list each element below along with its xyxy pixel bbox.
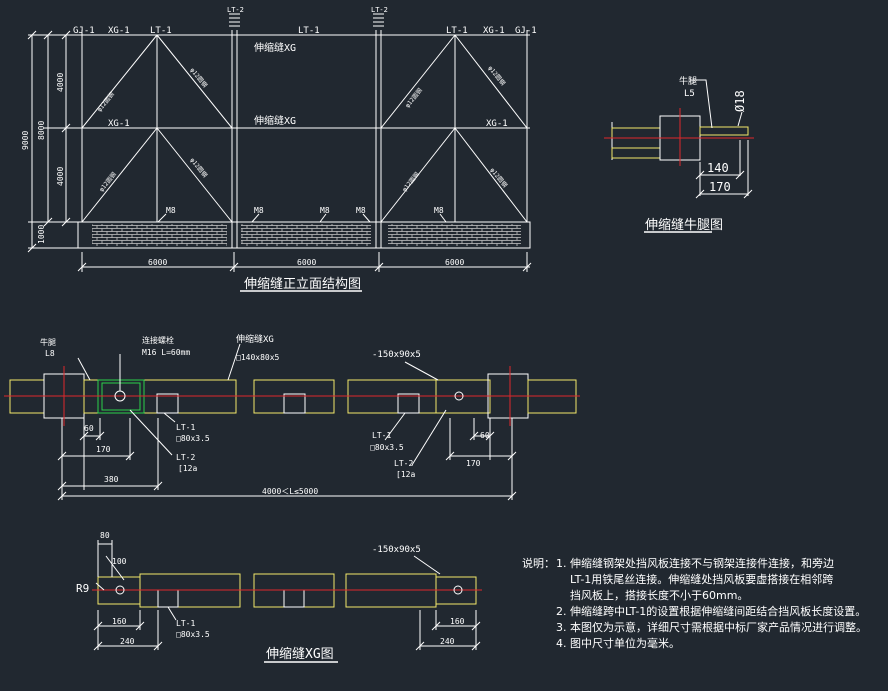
xg-labels: 80 100 160 240 160 240 R9 -150x90x5 LT-1…	[76, 531, 465, 662]
notes-item-2: 2. 伸缩缝跨中LT-1的设置根据伸缩缝间距结合挡风板长度设置。	[556, 605, 867, 618]
plan-corbel-label: 牛腿	[40, 337, 56, 347]
xg-dim-160-left: 160	[112, 617, 127, 626]
notes-item-1-cont2: 挡风板上，搭接长度不小于60mm。	[570, 589, 749, 602]
label-xg1-top-left: XG-1	[108, 26, 130, 36]
elevation-labels: GJ-1 XG-1 LT-1 LT-1 LT-1 XG-1 GJ-1 LT-2 …	[21, 6, 537, 292]
xg-dim-240-right: 240	[440, 637, 455, 646]
brace-label-7: φ12圆钢	[403, 86, 424, 109]
plan-dim-380: 380	[104, 475, 119, 484]
xg-dim-80: 80	[100, 531, 110, 540]
plan-lt1-sub-right: □80x3.5	[370, 443, 404, 452]
label-m8-5: M8	[434, 206, 444, 215]
plan-lt2-left: LT-2	[176, 453, 195, 462]
plan-dim-60-right: 60	[480, 431, 490, 440]
xg-r9: R9	[76, 582, 89, 595]
corbel-labels: 牛腿 L5 Ø18 140 170 伸缩缝牛腿图	[645, 75, 747, 233]
corbel-detail	[604, 79, 754, 233]
label-band-xg-mid: 伸缩缝XG	[254, 114, 296, 127]
corbel-pin: Ø18	[733, 90, 747, 112]
plan-corbel-sub: L8	[45, 349, 55, 358]
notes-item-1: 1. 伸缩缝钢架处挡风板连接不与钢架连接件连接，和旁边	[556, 557, 834, 570]
brace-label-4: φ12圆钢	[188, 156, 209, 179]
label-gj1-right: GJ-1	[515, 26, 537, 36]
notes-lead: 说明：	[522, 557, 555, 570]
label-xg1-mid-right: XG-1	[486, 119, 508, 129]
xg-lt1: LT-1	[176, 619, 195, 628]
xg-detail	[92, 540, 482, 663]
plan-bolt-sub: M16 L=60mm	[142, 348, 190, 357]
corbel-title: 伸缩缝牛腿图	[645, 217, 723, 233]
dim-6000-2: 6000	[297, 258, 316, 267]
xg-dim-240-left: 240	[120, 637, 135, 646]
xg-plate: -150x90x5	[372, 545, 421, 555]
label-xg1-top-right: XG-1	[483, 26, 505, 36]
plan-labels: 牛腿 L8 连接螺栓 M16 L=60mm 伸缩缝XG □140x80x5 -1…	[40, 333, 490, 496]
plan-lt2-sub-right: [12a	[396, 470, 415, 479]
brace-label-1: φ12圆钢	[95, 90, 116, 113]
label-lt1-c: LT-1	[446, 26, 468, 36]
plan-xg-sub: □140x80x5	[236, 353, 280, 362]
plan-bolt-label: 连接螺栓	[142, 335, 174, 345]
xg-dim-160-right: 160	[450, 617, 465, 626]
notes-item-4: 4. 图中尺寸单位为毫米。	[556, 637, 680, 650]
brace-label-6: φ12圆钢	[486, 64, 507, 87]
label-xg1-mid-left: XG-1	[108, 119, 130, 129]
dim-8000: 8000	[37, 121, 46, 140]
plan-detail	[4, 343, 580, 501]
dim-1000: 1000	[37, 225, 46, 244]
label-lt1-b: LT-1	[298, 26, 320, 36]
xg-title: 伸缩缝XG图	[266, 646, 334, 662]
plan-xg-label: 伸缩缝XG	[236, 333, 274, 345]
plan-lt2-right: LT-2	[394, 459, 413, 468]
corbel-label-sub: L5	[684, 89, 695, 99]
plan-lt1-sub-left: □80x3.5	[176, 434, 210, 443]
label-m8-2: M8	[254, 206, 264, 215]
dim-4000-bottom: 4000	[56, 167, 65, 186]
label-m8-3: M8	[320, 206, 330, 215]
notes-item-1-cont: LT-1用铁尾丝连接。伸缩缝处挡风板要虚搭接在相邻跨	[570, 573, 834, 586]
notes-item-3: 3. 本图仅为示意，详细尺寸需根据中标厂家产品情况进行调整。	[556, 621, 867, 634]
label-m8-1: M8	[166, 206, 176, 215]
plan-dim-60-left: 60	[84, 424, 94, 433]
plan-lt2-sub-left: [12a	[178, 464, 197, 473]
corbel-label: 牛腿	[679, 75, 697, 87]
plan-lt1-left: LT-1	[176, 423, 195, 432]
label-lt2-right: LT-2	[371, 6, 388, 14]
dim-6000-1: 6000	[148, 258, 167, 267]
plan-dim-170-left: 170	[96, 445, 111, 454]
label-band-xg-top: 伸缩缝XG	[254, 41, 296, 54]
label-lt2-left: LT-2	[227, 6, 244, 14]
corbel-dim-170: 170	[709, 180, 731, 194]
elevation-title: 伸缩缝正立面结构图	[244, 276, 361, 292]
xg-dim-100: 100	[112, 557, 127, 566]
dim-6000-3: 6000	[445, 258, 464, 267]
plan-dim-170-right: 170	[466, 459, 481, 468]
label-lt1-a: LT-1	[150, 26, 172, 36]
label-gj1-left: GJ-1	[73, 26, 95, 36]
corbel-dim-140: 140	[707, 161, 729, 175]
label-m8-4: M8	[356, 206, 366, 215]
xg-lt1-sub: □80x3.5	[176, 630, 210, 639]
plan-plate: -150x90x5	[372, 350, 421, 360]
elevation-drawing	[27, 13, 532, 292]
plan-span: 4000＜L≤5000	[262, 487, 318, 496]
brace-label-5: φ12圆钢	[400, 170, 421, 193]
dim-9000: 9000	[21, 131, 30, 150]
dim-4000-top: 4000	[56, 73, 65, 92]
plan-lt1-right: LT-1	[372, 431, 391, 440]
